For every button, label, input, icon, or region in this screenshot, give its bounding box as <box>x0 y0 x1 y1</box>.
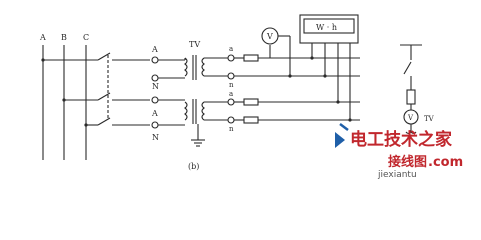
watermark-domain: .com <box>428 155 463 170</box>
voltmeter-label: V <box>266 32 273 41</box>
secondary-bottom-label-n: n <box>229 125 234 133</box>
watermark: 电工技术之家 接线图 .com jiexiantu <box>335 123 463 179</box>
watt-hour-meter: W · h <box>299 14 359 122</box>
primary-top-label-a: A <box>151 45 158 54</box>
secondary-terminals: a n a n <box>227 45 235 133</box>
watermark-logo-text: 接线图 <box>388 154 427 170</box>
right-circuit: V TV <box>400 44 435 135</box>
bus-label-c: C <box>83 33 89 42</box>
secondary-fuses <box>234 54 360 124</box>
bus-label-a: A <box>39 33 46 42</box>
watermark-subdomain: jiexiantu <box>377 170 417 179</box>
voltage-transformer-upper: TV <box>184 40 205 80</box>
watermark-logo-icon <box>335 123 349 148</box>
primary-bottom-label-a: A <box>151 109 158 118</box>
primary-terminals: A N A N <box>151 45 185 142</box>
wattmeter-label: W · h <box>316 23 337 32</box>
tv-label: TV <box>189 40 200 49</box>
diagram-caption: (b) <box>188 162 199 171</box>
right-voltmeter-label: V <box>407 114 414 122</box>
bus-bars: A B C <box>39 33 89 160</box>
primary-top-label-n: N <box>152 82 159 91</box>
diagram-canvas: A B C A N A N <box>39 14 463 179</box>
secondary-top-label-a: a <box>229 45 233 53</box>
secondary-bottom-label-a: a <box>229 90 233 98</box>
watermark-site-name: 电工技术之家 <box>350 129 452 150</box>
voltmeter: V <box>261 27 292 78</box>
bus-label-b: B <box>61 33 67 42</box>
secondary-top-label-n: n <box>229 81 234 89</box>
secondary-wiring <box>191 57 228 147</box>
primary-bottom-label-n: N <box>152 133 159 142</box>
secondary-tv-label: TV <box>424 115 435 123</box>
voltage-transformer-lower <box>184 99 205 124</box>
bus-taps <box>41 58 98 127</box>
disconnect-switches <box>97 52 150 126</box>
